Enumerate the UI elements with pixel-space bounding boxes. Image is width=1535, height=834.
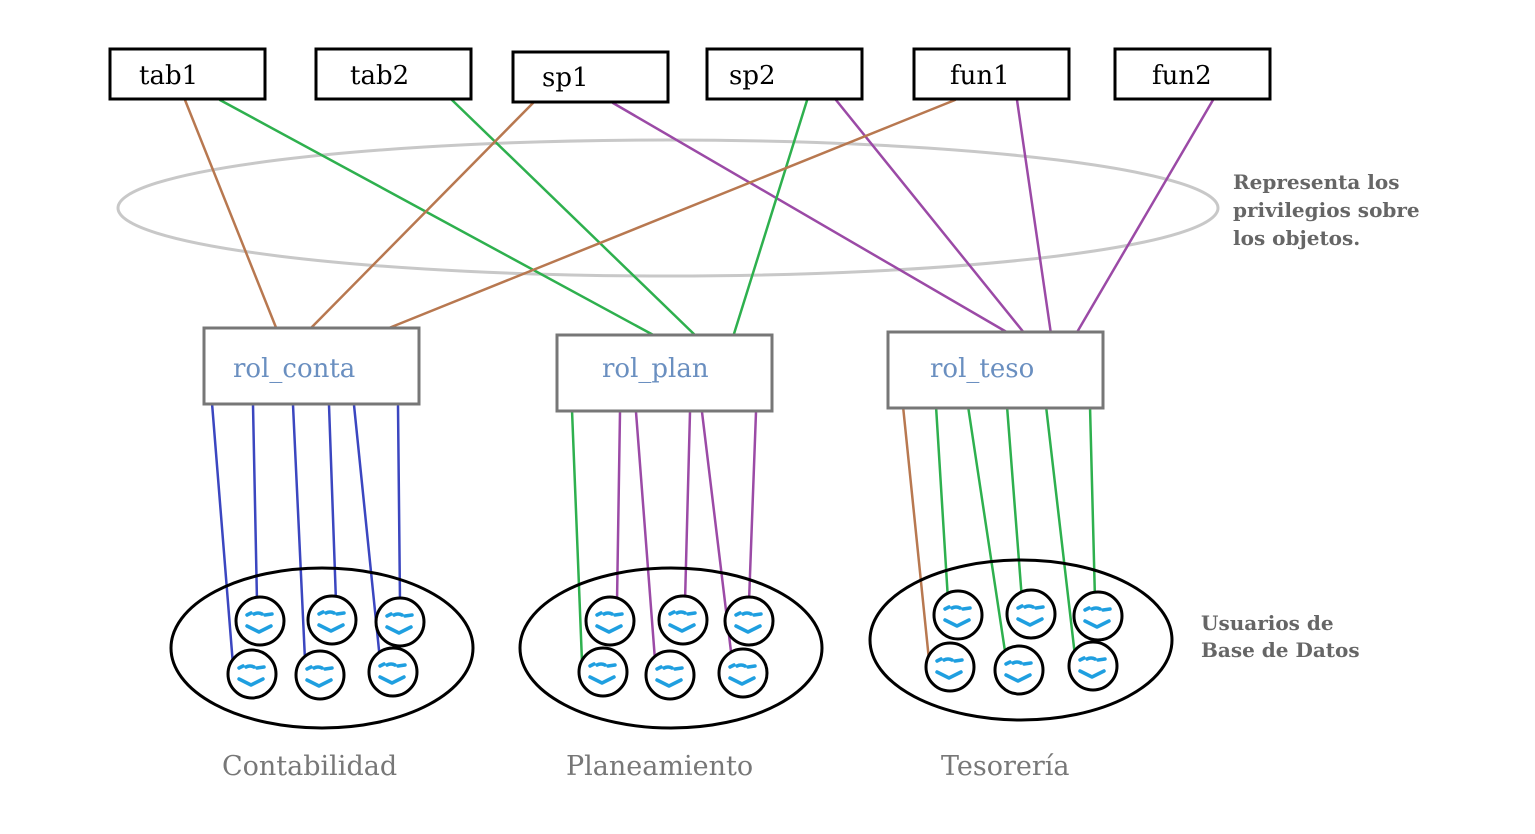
user-icon [234,595,286,647]
object-sp1: sp1 [511,50,670,104]
role-box [886,330,1105,410]
privilege-link-tab1-rol_plan [218,98,659,339]
user-link-contabilidad [291,403,307,662]
group-ellipse-planeamiento [518,566,824,730]
user-link-tesoreria [934,404,950,602]
role-box [202,326,421,406]
user-icon [367,646,419,698]
privilege-links [183,92,1215,339]
privilege-link-fun1-rol_conta [382,98,957,332]
object-tab1: tab1 [108,47,267,101]
user-link-planeamiento [634,410,657,662]
user-icon [1067,640,1119,692]
role-rol_conta: rol_conta [202,326,421,406]
privileges-note: Representa los privilegios sobre los obj… [1233,170,1420,250]
object-sp2: sp2 [705,47,864,101]
user-link-tesoreria [966,404,1008,660]
user-icon [584,595,636,647]
users-note: Usuarios de Base de Datos [1201,611,1360,662]
user-icon [306,594,358,646]
role-rol_plan: rol_plan [555,333,774,413]
object-label: sp2 [729,61,776,91]
user-icon [1072,590,1124,642]
user-icon [657,594,709,646]
user-icon [374,596,426,648]
user-icon [1005,588,1057,640]
object-label: fun1 [950,61,1010,91]
note-line: Representa los [1233,170,1399,194]
role-label: rol_conta [233,354,355,384]
role-label: rol_plan [602,354,709,384]
group-label-contabilidad: Contabilidad [222,751,397,782]
note-line: Usuarios de [1201,611,1334,635]
object-label: sp1 [542,63,589,93]
object-label: fun2 [1152,61,1212,91]
object-label: tab2 [350,61,409,91]
user-link-tesoreria [901,404,931,662]
object-tab2: tab2 [314,47,473,101]
object-box [705,47,864,101]
user-link-tesoreria [1005,404,1024,602]
privilege-link-tab2-rol_plan [450,98,699,339]
user-link-planeamiento [747,410,758,604]
user-link-contabilidad [251,403,259,604]
object-box [108,47,267,101]
privilege-link-fun2-rol_teso [1074,98,1215,336]
user-link-contabilidad [396,404,402,604]
user-link-contabilidad [210,401,235,667]
privilege-link-sp1-rol_teso [611,101,1012,336]
role-rol_teso: rol_teso [886,330,1105,410]
object-box [912,47,1071,101]
privilege-link-tab1-rol_conta [183,98,279,332]
privileges-ellipse [116,138,1220,278]
user-icon [924,641,976,693]
object-box [511,50,670,104]
group-ellipse-tesoreria [868,558,1174,722]
note-line: privilegios sobre [1233,198,1420,222]
user-icon [577,646,629,698]
privilege-link-sp2-rol_plan [731,92,811,339]
user-link-planeamiento [615,410,622,604]
role-box [555,333,774,413]
note-line: los objetos. [1233,226,1360,250]
object-fun2: fun2 [1113,47,1272,101]
group-ellipse-contabilidad [169,566,475,730]
user-icon [993,644,1045,696]
user-icon [723,595,775,647]
user-link-planeamiento [683,410,692,604]
user-link-tesoreria [1044,404,1077,658]
note-line: Base de Datos [1201,638,1360,662]
user-icon [226,648,278,700]
object-fun1: fun1 [912,47,1071,101]
group-label-planeamiento: Planeamiento [566,751,753,782]
user-icon [932,589,984,641]
privilege-link-sp2-rol_teso [834,98,1027,336]
user-link-contabilidad [327,403,338,604]
object-box [1113,47,1272,101]
group-label-tesoreria: Tesorería [941,751,1070,782]
privilege-link-fun1-rol_teso [1015,98,1053,336]
user-icon [717,647,769,699]
object-box [314,47,473,101]
user-icon [644,649,696,701]
privilege-link-sp1-rol_conta [307,101,535,332]
role-label: rol_teso [930,354,1034,384]
user-icon [294,649,346,701]
object-label: tab1 [139,61,198,91]
user-link-tesoreria [1088,404,1097,602]
user-icons [226,588,1124,701]
user-link-planeamiento [570,408,584,664]
